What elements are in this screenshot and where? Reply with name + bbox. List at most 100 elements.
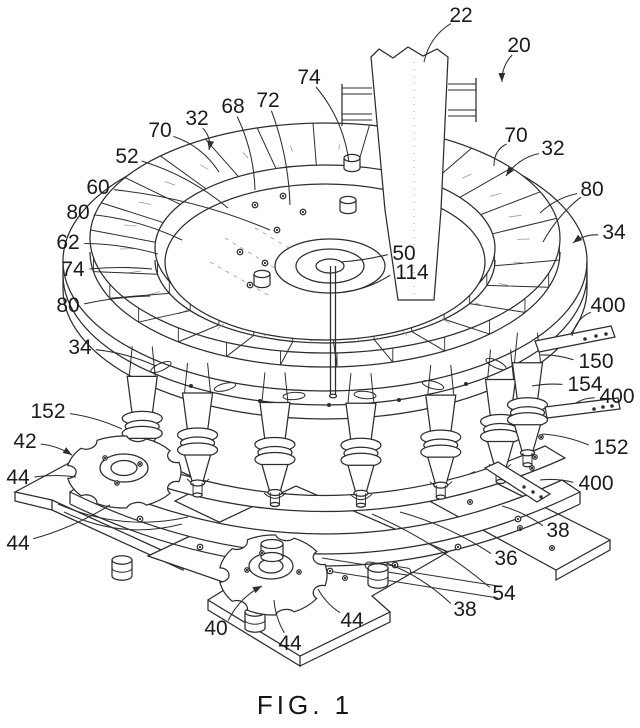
ref-44: 44 (6, 466, 77, 489)
leader-arrowhead (252, 586, 262, 594)
ref-68: 68 (221, 95, 256, 191)
ref-label: 38 (453, 598, 476, 621)
ref-label: 44 (340, 609, 364, 632)
ref-62: 62 (56, 231, 159, 255)
ref-44: 44 (317, 588, 364, 632)
ref-label: 52 (115, 145, 138, 168)
ref-label: 44 (6, 532, 30, 555)
ref-label: 150 (578, 350, 613, 373)
ref-34: 34 (68, 336, 157, 367)
leader-arrowhead (498, 72, 506, 82)
leader-line (84, 295, 151, 305)
ref-label: 152 (593, 436, 628, 459)
leader-line (383, 561, 452, 604)
ref-label: 68 (221, 95, 244, 118)
ref-label: 62 (56, 231, 79, 254)
leader-line (541, 433, 590, 446)
ref-38: 38 (383, 561, 477, 621)
ref-44: 44 (273, 599, 302, 655)
ref-38: 38 (501, 505, 570, 542)
ref-72: 72 (256, 89, 291, 206)
leader-line (539, 478, 574, 483)
leader-arrowhead (62, 447, 72, 455)
ref-70: 70 (493, 124, 528, 167)
ref-label: 70 (504, 124, 527, 147)
ref-20: 20 (498, 34, 531, 83)
leader-line (493, 143, 507, 167)
ref-label: 22 (449, 4, 472, 27)
ref-label: 400 (590, 294, 625, 317)
ref-114: 114 (342, 261, 429, 293)
ref-label: 60 (86, 176, 109, 199)
ref-74: 74 (297, 66, 350, 163)
leader-line (317, 588, 341, 614)
ref-70: 70 (148, 119, 220, 173)
ref-label: 34 (602, 221, 626, 244)
ref-60: 60 (86, 176, 271, 231)
ref-154: 154 (531, 373, 603, 396)
ref-80: 80 (56, 294, 151, 317)
funnel-assembly (121, 332, 549, 508)
leader-line (399, 511, 492, 555)
ref-400: 400 (575, 385, 635, 408)
leader-line (141, 160, 229, 209)
leader-line (273, 599, 285, 633)
leader-line (93, 214, 183, 241)
ref-32: 32 (505, 137, 565, 177)
leader-line (236, 116, 256, 191)
leader-line (539, 354, 574, 361)
leader-line (371, 513, 491, 588)
leader-line (95, 349, 157, 367)
ref-50: 50 (340, 242, 416, 265)
ref-label: 72 (256, 89, 279, 112)
leader-line (173, 135, 220, 173)
leader-line (342, 274, 391, 293)
leader-arrowhead (506, 166, 514, 176)
ref-44: 44 (6, 504, 111, 555)
ref-label: 34 (68, 336, 92, 359)
leader-line (34, 474, 77, 478)
ref-label: 38 (546, 519, 569, 542)
ref-label: 114 (395, 261, 429, 284)
ref-label: 74 (297, 66, 321, 89)
leader-line (542, 196, 582, 243)
ref-label: 80 (56, 294, 79, 317)
leader-line (113, 189, 271, 231)
ref-42: 42 (13, 430, 73, 456)
ref-label: 50 (392, 242, 415, 265)
ref-80: 80 (539, 178, 604, 243)
center-column (341, 46, 477, 301)
ref-label: 42 (13, 430, 36, 453)
ref-52: 52 (115, 145, 229, 209)
leader-line (501, 505, 544, 527)
leader-line (33, 504, 111, 540)
leader-line (315, 86, 350, 163)
ref-150: 150 (539, 350, 614, 373)
ref-74: 74 (61, 258, 153, 281)
ref-22: 22 (423, 4, 473, 63)
ref-label: 36 (494, 547, 517, 570)
leader-arrowhead (573, 234, 583, 243)
star-wheels (57, 435, 328, 616)
ref-label: 154 (567, 373, 602, 396)
ref-label: 80 (66, 201, 89, 224)
leader-line (69, 413, 123, 430)
leader-line (340, 254, 388, 263)
ref-label: 400 (599, 385, 634, 408)
ref-54: 54 (371, 513, 516, 605)
ref-80: 80 (66, 201, 183, 241)
leader-line (571, 311, 592, 337)
mounting-brackets (483, 325, 621, 503)
ref-label: 32 (541, 137, 564, 160)
ref-152: 152 (541, 433, 629, 459)
ref-label: 152 (30, 400, 65, 423)
leader-line (89, 266, 153, 270)
ref-36: 36 (399, 511, 518, 570)
ref-400: 400 (571, 294, 626, 337)
ref-400: 400 (539, 472, 614, 495)
leader-line (84, 242, 159, 255)
ref-label: 20 (507, 34, 530, 57)
figure-caption: FIG. 1 (257, 690, 353, 720)
